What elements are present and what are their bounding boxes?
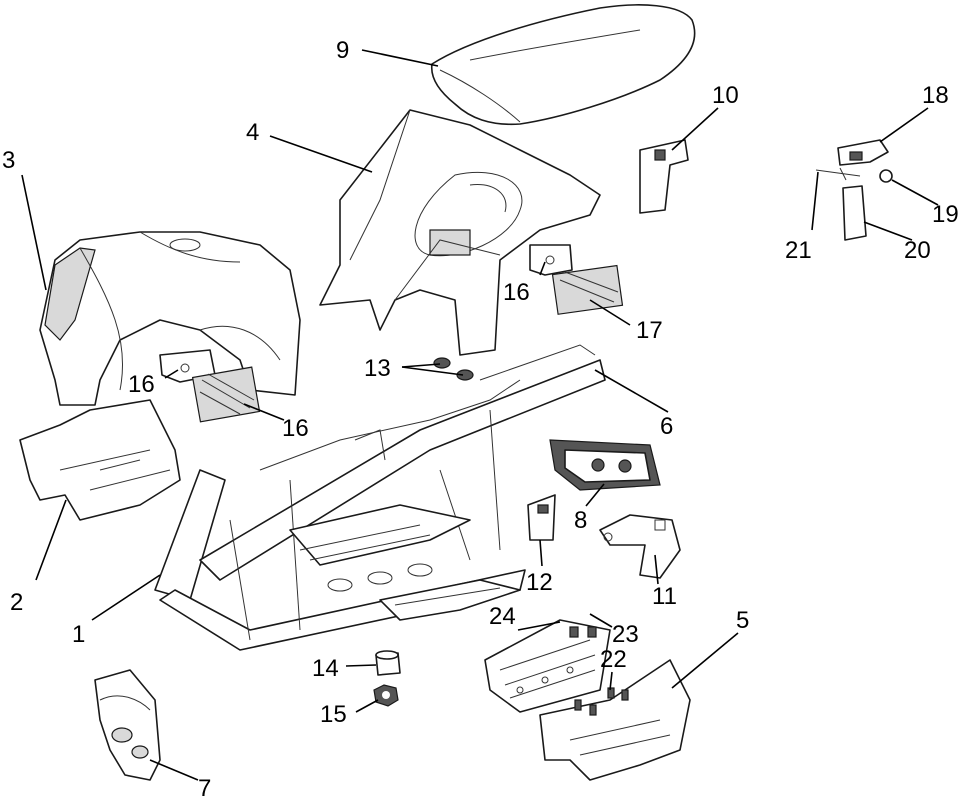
part-bracket-12 <box>527 494 556 541</box>
callout-15: 15 <box>320 701 347 728</box>
callout-20: 19 <box>932 201 959 228</box>
part-front-fender <box>39 231 301 406</box>
callout-1: 1 <box>72 621 85 648</box>
part-plate <box>549 439 661 491</box>
part-skid-plate <box>484 619 611 713</box>
part-bracket-11 <box>599 514 681 579</box>
part-small-assembly <box>815 139 893 241</box>
part-reflector-rear <box>551 264 624 315</box>
part-reflector-front <box>191 366 261 423</box>
callout-16-front: 16 <box>128 371 155 398</box>
part-footrest-right <box>539 659 691 781</box>
callout-23: 22 <box>600 646 627 673</box>
callout-8: 8 <box>574 507 587 534</box>
callout-11: 11 <box>652 583 677 610</box>
callout-5: 5 <box>736 607 749 634</box>
part-bracket-rear <box>529 244 573 276</box>
callout-24: 23 <box>612 621 639 648</box>
callout-3: 3 <box>2 147 15 174</box>
part-seat <box>430 4 696 126</box>
leader-lines <box>21 49 939 781</box>
callout-12: 12 <box>526 569 553 596</box>
callout-14: 14 <box>312 655 339 682</box>
part-cover <box>94 669 161 781</box>
callout-16-rear: 16 <box>503 279 530 306</box>
part-nuts <box>433 357 474 381</box>
part-bracket-rear-upper <box>639 139 689 214</box>
callout-4: 4 <box>246 119 259 146</box>
callout-13: 13 <box>364 355 391 382</box>
callout-6: 6 <box>660 413 673 440</box>
callout-17: 16 <box>282 415 309 442</box>
callout-7: 7 <box>198 775 211 800</box>
part-footrest-left <box>19 399 181 521</box>
part-spacer-and-nut <box>373 650 401 707</box>
callout-10: 10 <box>712 82 739 109</box>
callout-9: 9 <box>336 37 349 64</box>
callout-18: 17 <box>636 317 663 344</box>
callout-21: 20 <box>904 237 931 264</box>
callout-2: 2 <box>10 589 23 616</box>
callout-labels: 9 4 3 10 18 19 20 21 16 17 13 6 16 16 2 … <box>2 37 959 800</box>
part-frame <box>154 344 606 651</box>
part-rear-fender <box>319 109 601 356</box>
callout-19: 18 <box>922 82 949 109</box>
callout-25: 24 <box>489 603 516 630</box>
callout-22: 21 <box>785 237 812 264</box>
